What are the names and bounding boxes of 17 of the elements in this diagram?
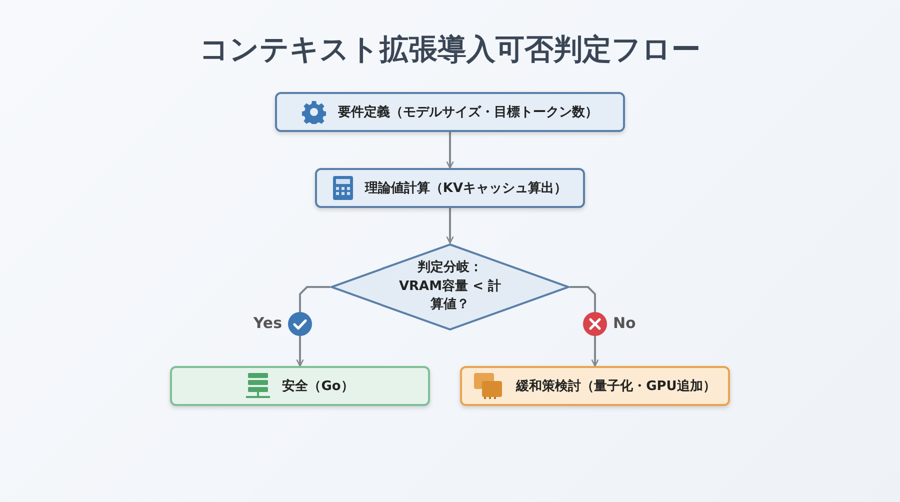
- node-text: 要件定義（モデルサイズ・目標トークン数）: [338, 104, 598, 121]
- edge-label: Yes: [253, 314, 282, 332]
- node-text: 緩和策検討（量子化・GPU追加）: [516, 378, 716, 395]
- edge-label: No: [613, 314, 636, 332]
- arrow: [446, 208, 454, 244]
- node-text: 判定分岐： VRAM容量 < 計算値？: [398, 258, 502, 314]
- title: コンテキスト拡張導入可否判定フロー: [198, 31, 702, 68]
- arrow: [446, 132, 454, 169]
- process-box: [170, 366, 430, 406]
- arrow: [296, 286, 330, 367]
- node-text: 理論値計算（KVキャッシュ算出）: [364, 180, 568, 197]
- node-text: 安全（Go）: [282, 378, 354, 395]
- process-box: [315, 168, 585, 208]
- arrow: [570, 286, 599, 367]
- process-box: [275, 92, 625, 132]
- decision-diamond: [330, 243, 570, 331]
- process-box: [460, 366, 730, 406]
